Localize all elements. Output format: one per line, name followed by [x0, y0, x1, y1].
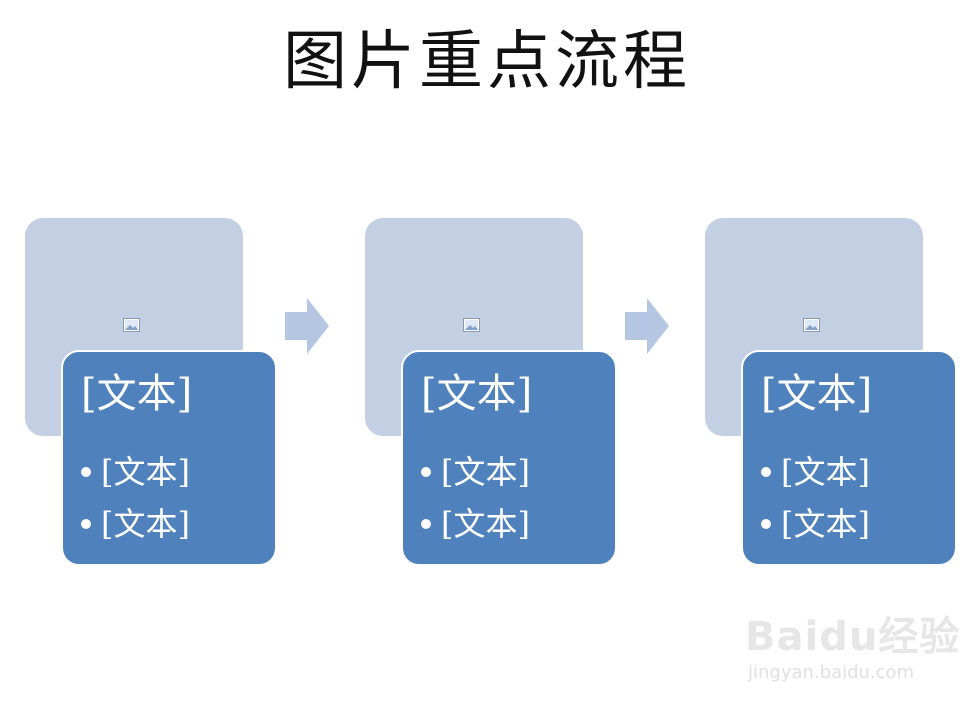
watermark-url: jingyan.baidu.com — [748, 662, 915, 683]
bullet-dot-icon — [761, 467, 771, 477]
picture-icon — [463, 318, 480, 332]
picture-icon — [803, 318, 820, 332]
process-step-1: [文本] [文本] [文本] — [25, 218, 285, 568]
bullet-item: [文本] — [761, 446, 870, 498]
right-arrow-icon — [285, 298, 329, 354]
text-card[interactable]: [文本] [文本] [文本] — [401, 350, 617, 566]
bullet-dot-icon — [761, 519, 771, 529]
bullet-text: [文本] — [781, 453, 870, 491]
bullet-item: [文本] — [81, 446, 190, 498]
bullet-item: [文本] — [761, 498, 870, 550]
bullet-dot-icon — [421, 467, 431, 477]
text-card[interactable]: [文本] [文本] [文本] — [741, 350, 957, 566]
process-step-2: [文本] [文本] [文本] — [365, 218, 625, 568]
bullet-text: [文本] — [101, 453, 190, 491]
bullet-item: [文本] — [421, 446, 530, 498]
bullet-text: [文本] — [441, 505, 530, 543]
bullet-dot-icon — [81, 519, 91, 529]
process-step-3: [文本] [文本] [文本] — [705, 218, 965, 568]
right-arrow-icon — [625, 298, 669, 354]
picture-icon — [123, 318, 140, 332]
bullet-dot-icon — [421, 519, 431, 529]
bullet-list: [文本] [文本] — [81, 446, 190, 550]
diagram-title: 图片重点流程 — [283, 25, 691, 99]
bullet-list: [文本] [文本] — [761, 446, 870, 550]
text-card[interactable]: [文本] [文本] [文本] — [61, 350, 277, 566]
bullet-item: [文本] — [81, 498, 190, 550]
bullet-text: [文本] — [441, 453, 530, 491]
bullet-list: [文本] [文本] — [421, 446, 530, 550]
bullet-dot-icon — [81, 467, 91, 477]
watermark-logo: Baidu经验 — [745, 614, 961, 660]
step-heading: [文本] — [761, 371, 873, 417]
bullet-item: [文本] — [421, 498, 530, 550]
step-heading: [文本] — [81, 371, 193, 417]
bullet-text: [文本] — [781, 505, 870, 543]
step-heading: [文本] — [421, 371, 533, 417]
bullet-text: [文本] — [101, 505, 190, 543]
